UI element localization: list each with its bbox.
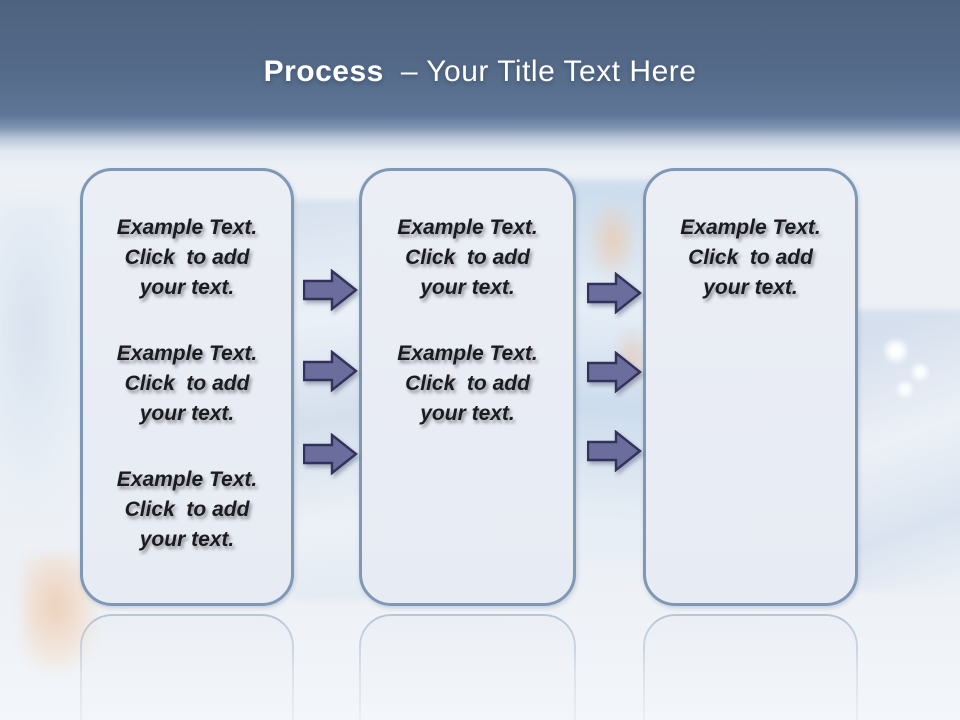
box-reflection-2: [359, 614, 576, 720]
text-line: your text.: [139, 276, 235, 299]
bg-fabric-right: [852, 310, 960, 590]
text-line: your text.: [420, 402, 515, 425]
arrow-right-icon: [303, 433, 358, 475]
bg-fabric-gap-1: [293, 200, 365, 600]
process-box-2[interactable]: Example Text. Click to add your text. Ex…: [359, 168, 576, 606]
text-line: Example Text.: [116, 468, 258, 491]
text-line: Example Text.: [116, 342, 258, 365]
box-reflection-1: [80, 614, 294, 720]
arrow-right-icon: [587, 272, 642, 314]
text-line: Click to add: [124, 246, 250, 269]
text-line: your text.: [420, 276, 515, 299]
text-line: your text.: [139, 402, 235, 425]
text-line: Example Text.: [116, 216, 258, 239]
text-placeholder[interactable]: Example Text. Click to add your text.: [646, 213, 855, 303]
text-line: Example Text.: [397, 216, 538, 239]
arrow-right-icon: [587, 430, 642, 472]
text-placeholder[interactable]: Example Text. Click to add your text.: [362, 339, 573, 429]
bg-skin-patch-1: [588, 200, 638, 280]
bg-speckles-right: [878, 330, 938, 400]
box-reflection-3: [643, 614, 858, 720]
text-placeholder[interactable]: Example Text. Click to add your text.: [83, 339, 291, 429]
text-placeholder[interactable]: Example Text. Click to add your text.: [362, 213, 573, 303]
arrow-right-icon: [587, 351, 642, 393]
text-line: Example Text.: [397, 342, 538, 365]
slide-title-subtitle: – Your Title Text Here: [400, 55, 697, 88]
slide-title-keyword: Process: [263, 55, 384, 88]
arrow-right-icon: [303, 269, 358, 311]
text-line: Click to add: [124, 498, 250, 521]
slide-title: Process – Your Title Text Here: [0, 55, 960, 89]
text-line: Click to add: [405, 246, 530, 269]
text-line: Example Text.: [680, 216, 821, 239]
text-line: your text.: [139, 528, 235, 551]
text-line: your text.: [703, 276, 798, 299]
text-placeholder[interactable]: Example Text. Click to add your text.: [83, 213, 291, 303]
text-line: Click to add: [688, 246, 813, 269]
arrow-right-icon: [303, 350, 358, 392]
text-line: Click to add: [405, 372, 530, 395]
process-box-3[interactable]: Example Text. Click to add your text.: [643, 168, 858, 606]
text-line: Click to add: [124, 372, 250, 395]
text-placeholder[interactable]: Example Text. Click to add your text.: [83, 465, 291, 555]
process-box-1[interactable]: Example Text. Click to add your text. Ex…: [80, 168, 294, 606]
